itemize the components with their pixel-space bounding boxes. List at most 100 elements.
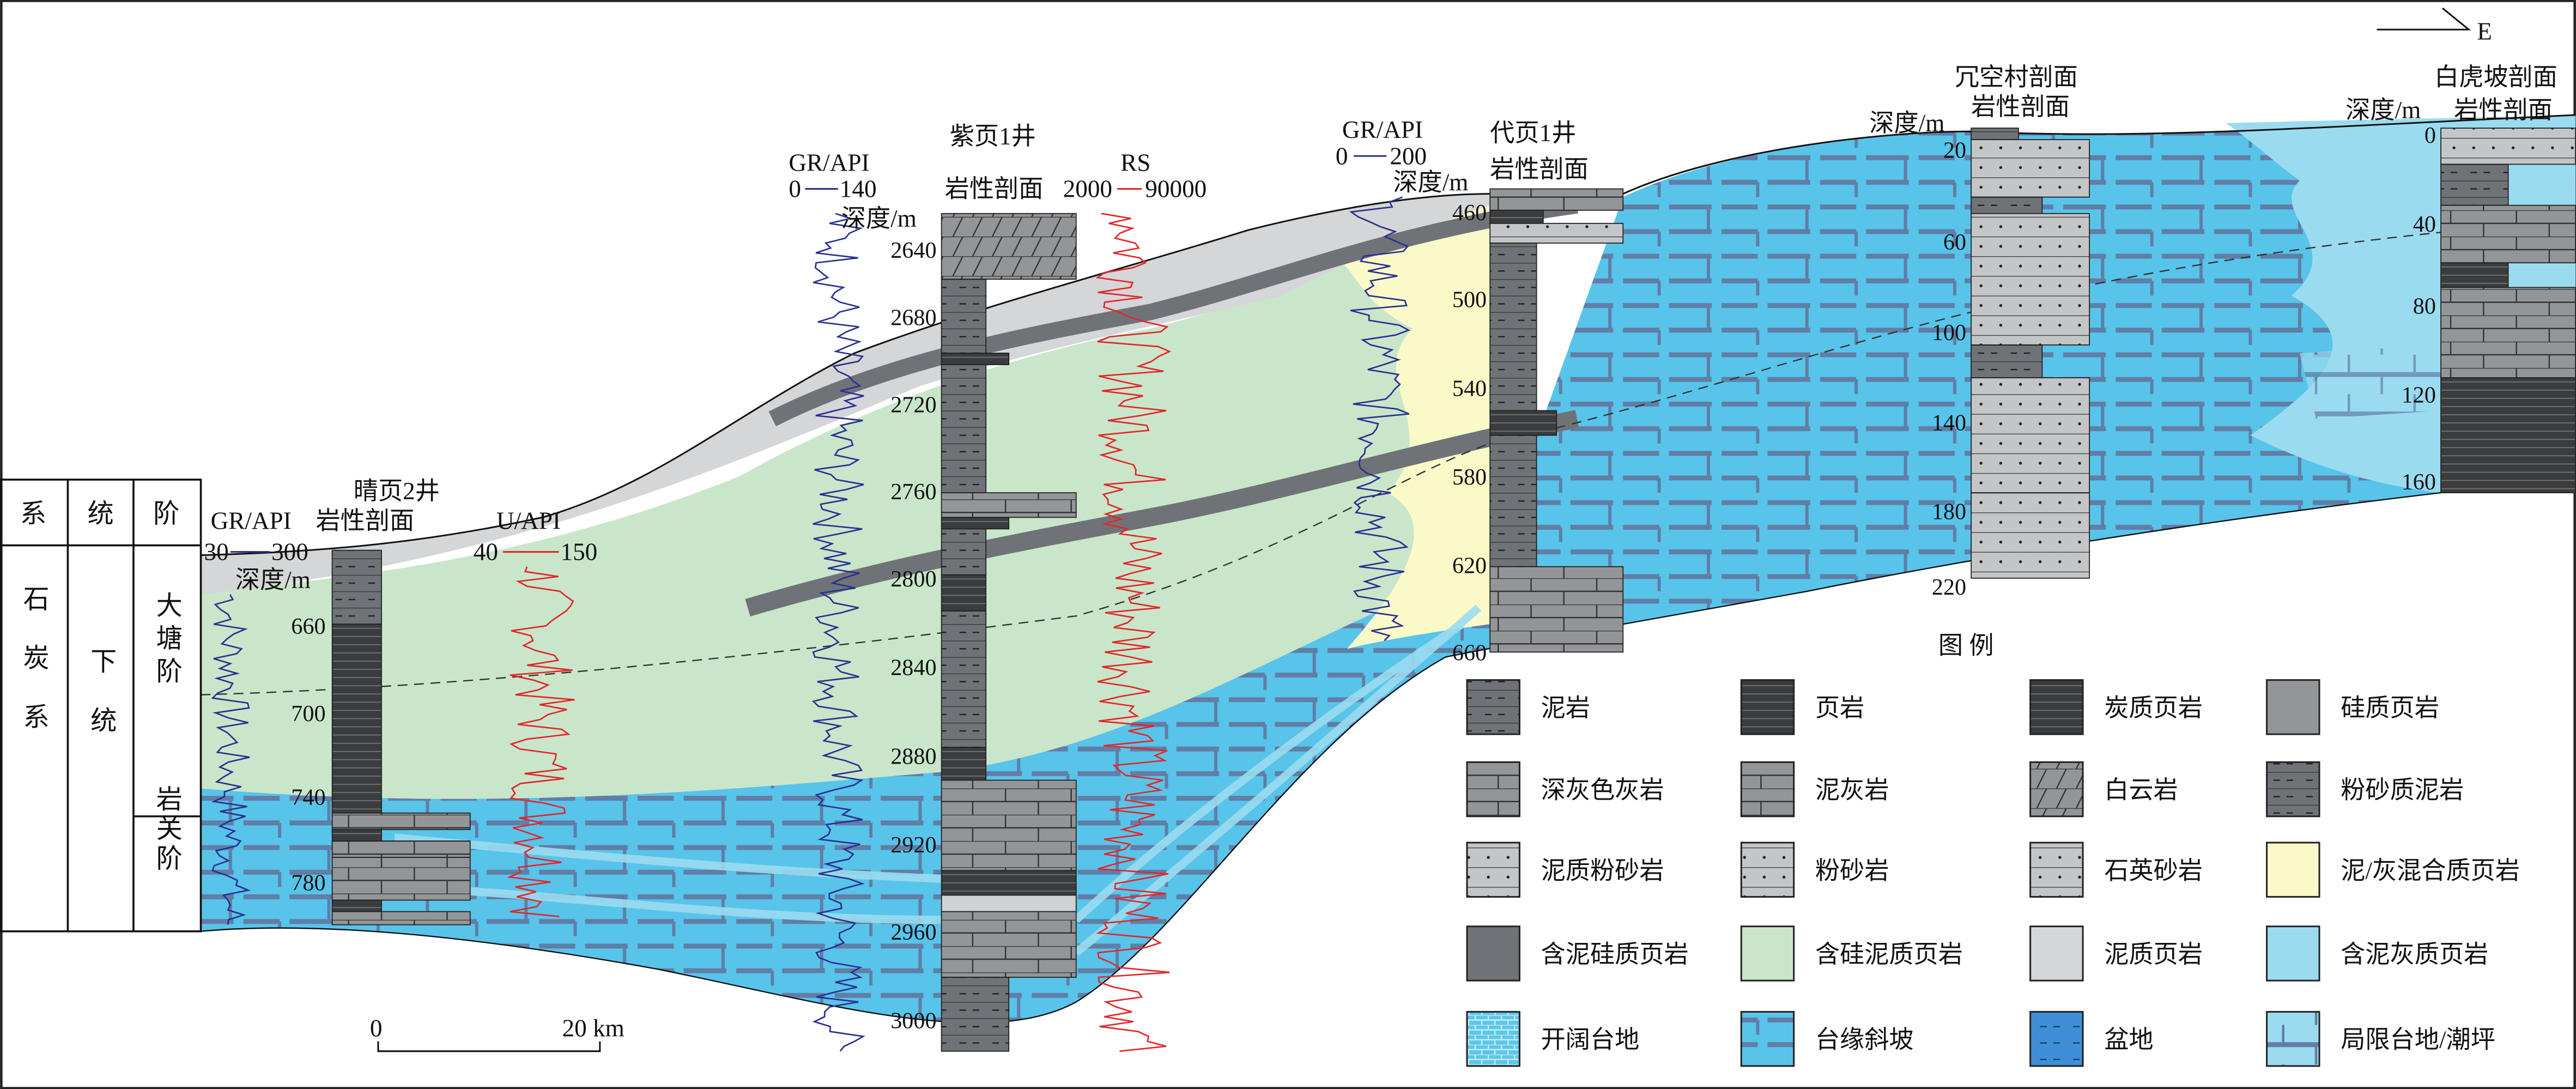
well-column-1 [331,549,471,925]
lithology-layer [941,517,1010,530]
depth-tick-label: 2840 [890,655,936,681]
lithology-layer [941,213,1077,280]
mudstone-swatch-icon [1466,679,1520,735]
lithology-layer [1489,222,1624,244]
lithology-layer [1489,209,1544,224]
log-max: 300 [271,539,308,566]
legend-label: 泥质粉砂岩 [1541,857,1664,884]
depth-tick-label: 580 [1452,464,1487,490]
lithology-layer [1489,566,1624,653]
dark-band-upper [768,197,1578,426]
depth-tick-label: 700 [291,701,325,727]
section-name: 冗空村剖面 [1955,64,2078,91]
legend-label: 页岩 [1815,694,1864,722]
table-text: 系 统 阶 石炭系 下统 大塘阶 岩关阶 [19,499,182,874]
silty-mudstone-swatch-icon [2266,761,2320,818]
depth-tick-label: 3000 [890,1008,936,1033]
lithology-layer [941,977,1010,1052]
direction-label: E [2477,17,2492,45]
muddy-siltstone-swatch-icon [1466,842,1520,898]
lithology-layer [941,911,1077,978]
direction-arrow: E [2377,7,2492,45]
depth-tick-label: 740 [291,785,325,810]
legend-label: 含硅泥质页岩 [1815,941,1963,968]
depth-tick-label: 2640 [890,238,936,263]
legend-title: 图 例 [1938,632,1994,659]
lithology-layer [941,870,1077,896]
siliceous-muddy-shale-swatch-icon [1740,925,1795,982]
lithology-layer [941,574,987,612]
log-curve-gr-api [1349,196,1410,642]
lithology-layer [2440,128,2576,165]
system-carboniferous: 石炭系 [19,585,49,762]
log-name: GR/API [1342,116,1423,143]
depth-tick-label: 120 [2402,382,2436,408]
lithology-layer [941,528,987,576]
header-stage: 阶 [153,499,179,528]
restricted-band [2299,344,2441,419]
well-section-label: 岩性剖面 [945,176,1044,203]
lithology-layer [331,828,382,842]
legend-label: 粉砂质泥岩 [2341,777,2464,804]
legend-item-carbonaceous-shale: 炭质页岩 [2029,679,2203,735]
lithology-layer [941,279,987,354]
legend-label: 含泥灰质页岩 [2341,941,2488,968]
legend: 图 例 泥岩页岩炭质页岩硅质页岩深灰色灰岩泥灰岩白云岩粉砂质泥岩泥质粉砂岩粉砂岩… [1466,632,2520,1067]
legend-item-mudstone: 泥岩 [1466,679,1590,735]
legend-item-restricted-platform: 局限台地/潮坪 [2266,1011,2495,1067]
depth-tick-label: 160 [2402,469,2436,495]
log-curve-gr-api [211,594,251,925]
well-column-2 [941,213,1077,1052]
depth-tick-label: 2920 [890,832,936,858]
legend-label: 盆地 [2104,1026,2153,1054]
lithology-layer [2440,204,2576,264]
depth-tick-label: 2960 [890,919,936,945]
lithology-layer [941,353,1010,365]
lithology-layer [941,610,987,748]
depth-tick-label: 460 [1452,200,1487,226]
header-series: 统 [88,499,114,528]
lithology-layer [1971,196,2043,214]
legend-label: 泥/灰混合质页岩 [2341,857,2520,884]
siltstone-swatch-icon [1740,842,1795,898]
legend-label: 台缘斜坡 [1815,1026,1914,1054]
log-curve-gr-api [811,213,865,1052]
lithology-layer [331,840,471,858]
legend-item-open-platform: 开阔台地 [1466,1011,1639,1067]
legend-item-muddy-siliceous-shale: 含泥硅质页岩 [1466,925,1689,982]
depth-label: 深度/m [2345,96,2421,124]
legend-label: 深灰色灰岩 [1541,777,1664,804]
legend-label: 白云岩 [2104,777,2178,804]
depth-tick-label: 20 [1943,137,1966,163]
depth-tick-label: 140 [1932,410,1966,436]
scale-end: 20 km [562,1015,625,1042]
log-name: GR/API [211,507,292,534]
platform-slope-swatch-icon [1740,1011,1795,1067]
dark-band-lower [745,410,1579,616]
section-lithology-label: 岩性剖面 [2454,96,2553,124]
lithology-layer [1971,344,2043,379]
depth-label: 深度/m [1393,169,1468,196]
legend-label: 硅质页岩 [2341,694,2439,722]
series-lower: 下统 [86,647,116,765]
legend-item-muddy-siltstone: 泥质粉砂岩 [1466,842,1664,898]
top-boundary-line [201,114,2576,556]
log-max: 150 [560,539,597,566]
legend-item-muddy-calcareous-shale: 含泥灰质页岩 [2266,925,2488,982]
lithology-layer [1971,213,2090,346]
basin-swatch-icon [2029,1011,2084,1067]
legend-item-siliceous-muddy-shale: 含硅泥质页岩 [1740,925,1963,982]
arrow-icon [2377,7,2471,31]
lithology-layer [2440,164,2509,206]
shale-swatch-icon [1740,679,1795,735]
green-layer [201,229,1490,799]
scale-start: 0 [370,1015,383,1042]
depth-tick-label: 40 [2413,211,2436,237]
depth-tick-label: 660 [1452,640,1487,666]
lithology-layer [331,624,382,814]
depth-tick-label: 2800 [890,566,936,592]
well-name: 紫页1井 [950,123,1036,150]
lithology-layer [331,549,382,625]
legend-label: 含泥硅质页岩 [1541,941,1689,968]
